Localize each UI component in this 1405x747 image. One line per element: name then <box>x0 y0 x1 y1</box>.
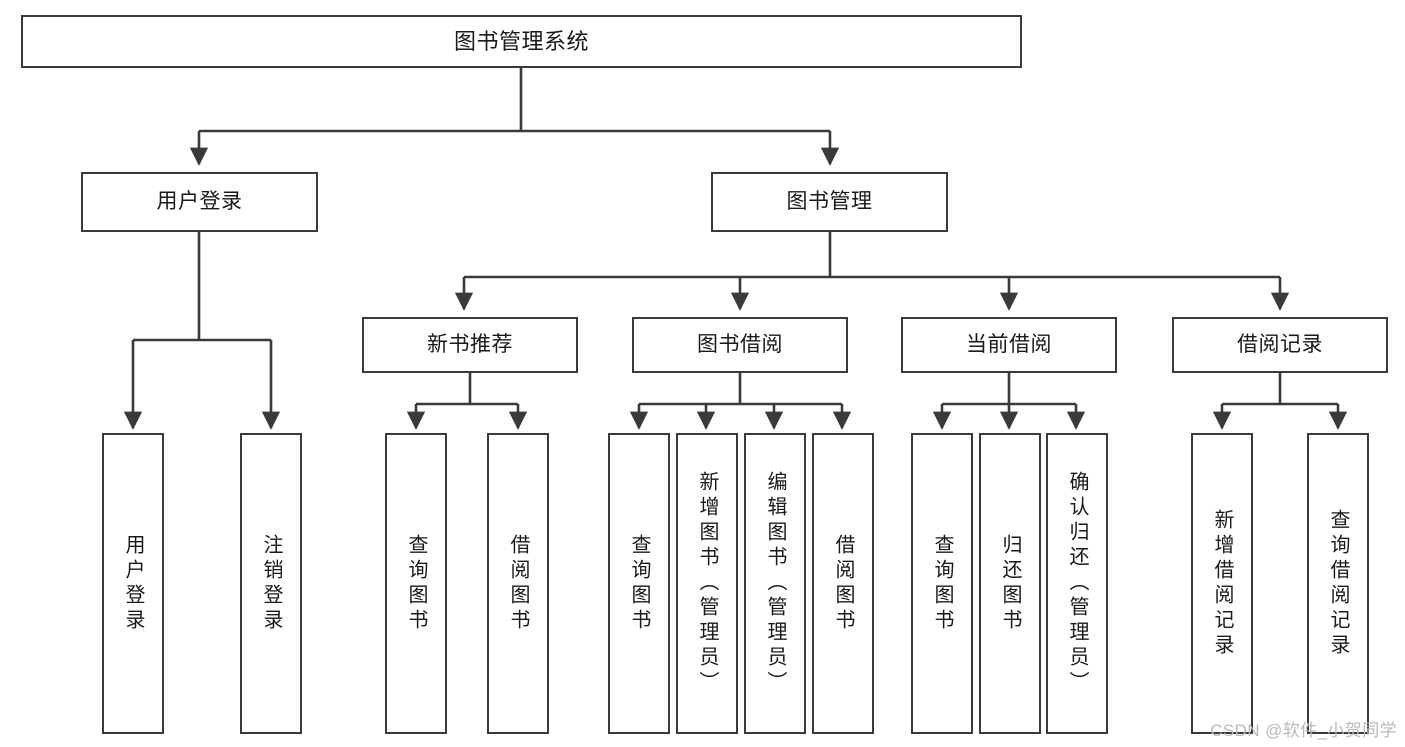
node-borrow-record[interactable]: 借阅记录 <box>1172 317 1388 373</box>
node-label: 注销登录 <box>260 533 282 634</box>
node-label: 编辑图书（管理员） <box>764 471 786 696</box>
node-label: 借阅图书 <box>832 533 854 634</box>
leaf-current-borrow-confirm-return[interactable]: 确认归还（管理员） <box>1046 433 1108 734</box>
node-user-login[interactable]: 用户登录 <box>81 172 318 232</box>
node-label: 查询图书 <box>931 533 953 634</box>
node-label: 查询借阅记录 <box>1327 508 1349 659</box>
node-root-book-management-system[interactable]: 图书管理系统 <box>21 15 1022 68</box>
leaf-new-book-borrow[interactable]: 借阅图书 <box>487 433 549 734</box>
leaf-book-borrow-lend[interactable]: 借阅图书 <box>812 433 874 734</box>
leaf-book-borrow-edit[interactable]: 编辑图书（管理员） <box>744 433 806 734</box>
node-label: 图书管理系统 <box>453 28 589 54</box>
node-label: 当前借阅 <box>966 332 1052 356</box>
node-label: 图书管理 <box>786 189 873 213</box>
node-label: 新书推荐 <box>427 332 513 356</box>
node-current-borrow[interactable]: 当前借阅 <box>901 317 1117 373</box>
node-label: 用户登录 <box>122 533 144 634</box>
node-label: 查询图书 <box>405 533 427 634</box>
node-label: 归还图书 <box>999 533 1021 634</box>
leaf-borrow-record-query[interactable]: 查询借阅记录 <box>1307 433 1369 734</box>
node-label: 新增图书（管理员） <box>696 471 718 696</box>
leaf-borrow-record-add[interactable]: 新增借阅记录 <box>1191 433 1253 734</box>
leaf-book-borrow-query[interactable]: 查询图书 <box>608 433 670 734</box>
leaf-new-book-query[interactable]: 查询图书 <box>385 433 447 734</box>
leaf-current-borrow-return[interactable]: 归还图书 <box>979 433 1041 734</box>
leaf-current-borrow-query[interactable]: 查询图书 <box>911 433 973 734</box>
node-label: 用户登录 <box>156 189 243 213</box>
node-book-management[interactable]: 图书管理 <box>711 172 948 232</box>
node-label: 图书借阅 <box>697 332 783 356</box>
node-book-borrow[interactable]: 图书借阅 <box>632 317 848 373</box>
node-label: 借阅记录 <box>1237 332 1323 356</box>
node-new-book-recommend[interactable]: 新书推荐 <box>362 317 578 373</box>
node-label: 确认归还（管理员） <box>1066 471 1088 696</box>
leaf-book-borrow-add[interactable]: 新增图书（管理员） <box>676 433 738 734</box>
node-label: 查询图书 <box>628 533 650 634</box>
leaf-user-login-signout[interactable]: 注销登录 <box>240 433 302 734</box>
node-label: 借阅图书 <box>507 533 529 634</box>
node-label: 新增借阅记录 <box>1211 508 1233 659</box>
leaf-user-login-signin[interactable]: 用户登录 <box>102 433 164 734</box>
